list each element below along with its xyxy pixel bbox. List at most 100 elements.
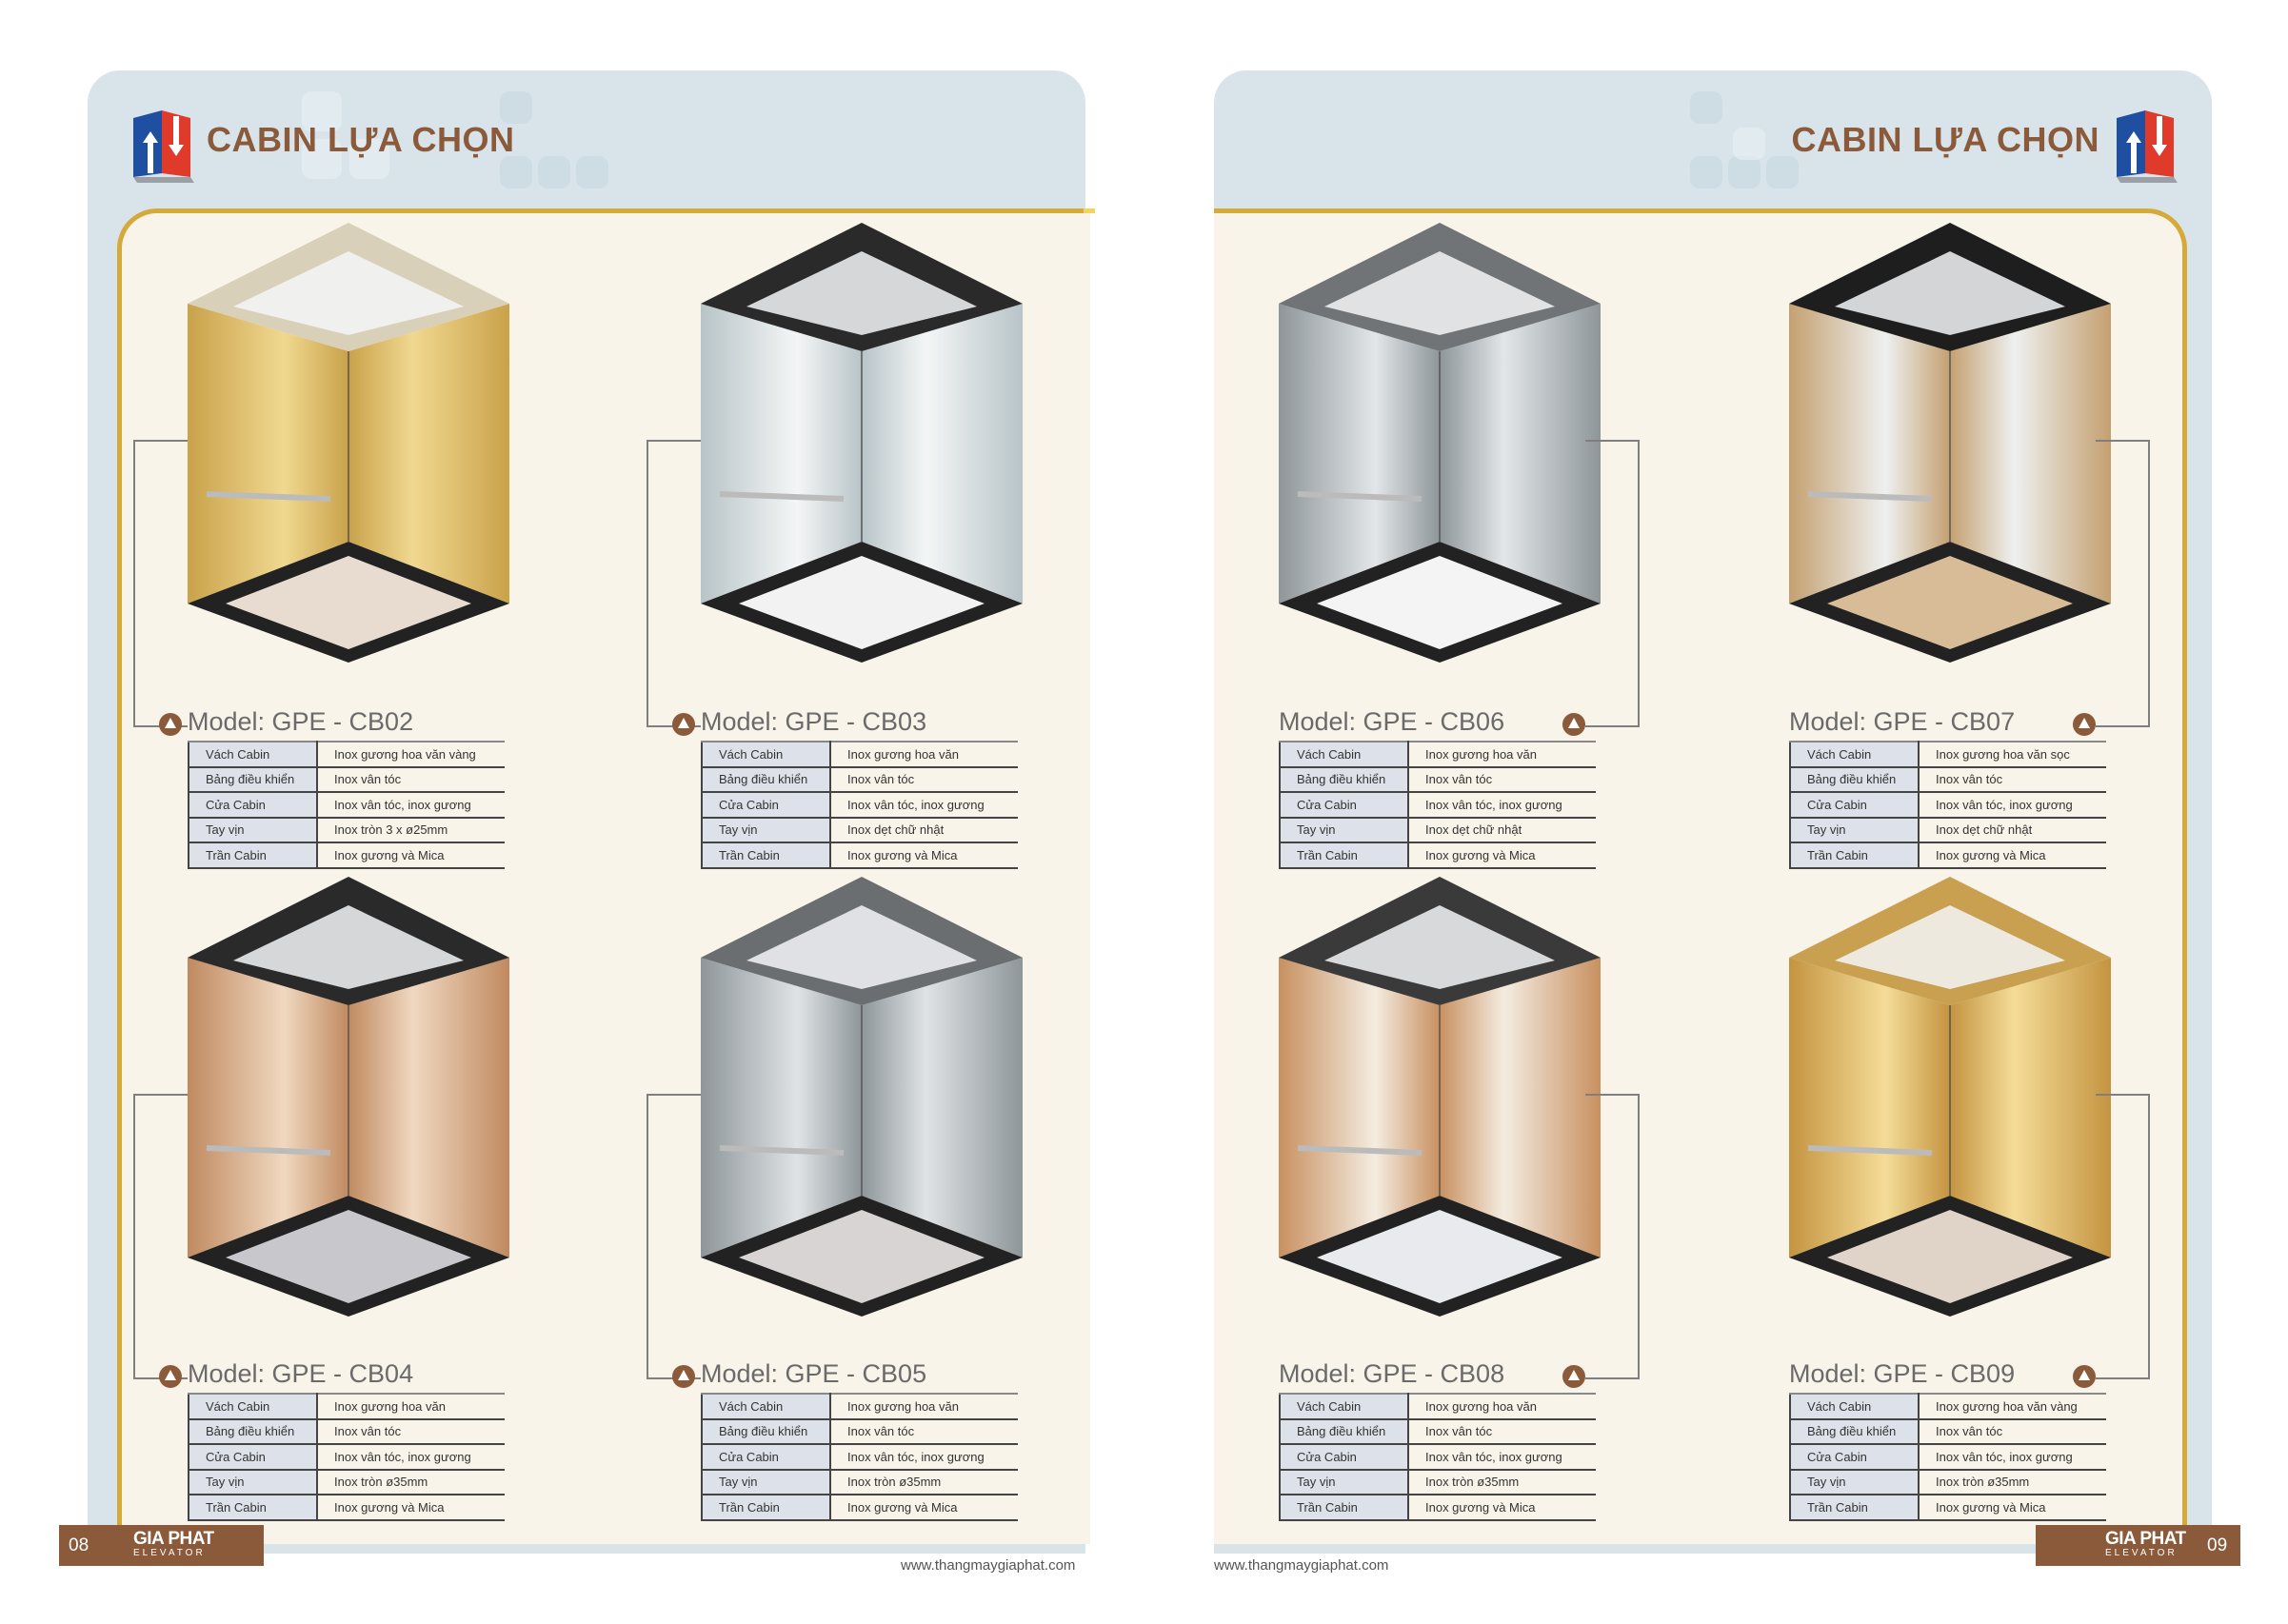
callout-line bbox=[2096, 440, 2150, 727]
spec-label: Cửa Cabin bbox=[1789, 1444, 1920, 1471]
page-footer-badge: 08 GIA PHAT ELEVATOR bbox=[59, 1525, 264, 1566]
cabin-image bbox=[701, 223, 1023, 663]
cabin-handrail bbox=[206, 491, 331, 502]
brand-name: GIA PHAT bbox=[2105, 1529, 2186, 1549]
spec-value: Inox gương hoa văn vàng bbox=[317, 741, 505, 768]
cabin-right-wall bbox=[348, 304, 509, 604]
spec-label: Vách Cabin bbox=[1789, 741, 1920, 768]
spec-label: Tay vịn bbox=[1789, 817, 1920, 843]
cabin-floor-inlay bbox=[226, 1210, 471, 1303]
spec-label: Bảng điều khiển bbox=[1279, 766, 1409, 793]
cabin-right-wall bbox=[862, 958, 1023, 1258]
spec-value: Inox gương hoa văn bbox=[830, 741, 1018, 768]
spec-value: Inox gương và Mica bbox=[1919, 1495, 2106, 1521]
spec-value: Inox vân tóc, inox gương bbox=[1408, 792, 1596, 819]
spec-label: Vách Cabin bbox=[1789, 1393, 1920, 1420]
spec-value: Inox gương và Mica bbox=[830, 842, 1018, 869]
spec-value: Inox gương hoa văn vàng bbox=[1919, 1393, 2106, 1420]
decorative-tile bbox=[1690, 156, 1722, 188]
spec-value: Inox gương và Mica bbox=[830, 1495, 1018, 1521]
triangle-bullet-icon bbox=[1562, 1365, 1585, 1388]
callout-line bbox=[1585, 440, 1640, 727]
cabin-right-wall bbox=[1440, 958, 1601, 1258]
callout-line bbox=[133, 440, 188, 727]
decorative-tile bbox=[1690, 91, 1722, 124]
cabin-handrail bbox=[206, 1145, 331, 1156]
spec-value: Inox tròn ø35mm bbox=[1408, 1469, 1596, 1495]
cabin-image bbox=[1279, 223, 1601, 663]
cabin-right-wall bbox=[1950, 958, 2111, 1258]
cabin-handrail bbox=[1297, 491, 1423, 502]
page-number: 09 bbox=[2207, 1535, 2228, 1555]
cabin-floor-inlay bbox=[739, 556, 985, 649]
spec-value: Inox dẹt chữ nhật bbox=[830, 817, 1018, 843]
cabin-floor-inlay bbox=[739, 1210, 985, 1303]
decorative-tile bbox=[500, 156, 532, 188]
spec-label: Tay vịn bbox=[188, 817, 318, 843]
spec-label: Bảng điều khiển bbox=[1789, 1418, 1920, 1445]
cabin-ceiling-light bbox=[233, 251, 464, 335]
spec-label: Trần Cabin bbox=[1789, 1495, 1920, 1521]
website-link[interactable]: www.thangmaygiaphat.com bbox=[1214, 1557, 1389, 1574]
cabin-left-wall bbox=[701, 304, 862, 604]
spec-value: Inox vân tóc, inox gương bbox=[1919, 1444, 2106, 1471]
brand-subtitle: ELEVATOR bbox=[2105, 1548, 2178, 1558]
callout-line bbox=[133, 1094, 188, 1379]
cabin-right-wall bbox=[1440, 304, 1601, 604]
spec-value: Inox vân tóc bbox=[830, 1418, 1018, 1445]
cabin-ceiling-light bbox=[746, 251, 977, 335]
spec-label: Tay vịn bbox=[1279, 817, 1409, 843]
spec-label: Trần Cabin bbox=[1279, 842, 1409, 869]
decorative-tile bbox=[302, 139, 342, 179]
spec-value: Inox vân tóc bbox=[1408, 766, 1596, 793]
spec-label: Trần Cabin bbox=[188, 1495, 318, 1521]
spec-label: Trần Cabin bbox=[1279, 1495, 1409, 1521]
cabin-image bbox=[188, 223, 509, 663]
model-title: Model: GPE - CB03 bbox=[701, 707, 927, 736]
decorative-tile bbox=[538, 156, 570, 188]
spec-value: Inox vân tóc bbox=[1408, 1418, 1596, 1445]
spec-label: Cửa Cabin bbox=[1279, 792, 1409, 819]
spec-value: Inox vân tóc bbox=[317, 1418, 505, 1445]
cabin-floor-inlay bbox=[1317, 556, 1562, 649]
spec-label: Trần Cabin bbox=[701, 1495, 831, 1521]
cabin-right-wall bbox=[862, 304, 1023, 604]
spec-value: Inox gương hoa văn bbox=[830, 1393, 1018, 1420]
spec-label: Vách Cabin bbox=[188, 1393, 318, 1420]
elevator-logo-icon bbox=[2117, 110, 2178, 183]
triangle-bullet-icon bbox=[159, 713, 182, 736]
website-link[interactable]: www.thangmaygiaphat.com bbox=[901, 1557, 1076, 1574]
cabin-ceiling-light bbox=[1324, 251, 1555, 335]
triangle-bullet-icon bbox=[2073, 713, 2096, 736]
triangle-bullet-icon bbox=[672, 713, 695, 736]
cabin-left-wall bbox=[1279, 958, 1440, 1258]
cabin-right-wall bbox=[1950, 304, 2111, 604]
spec-value: Inox gương hoa văn sọc bbox=[1919, 741, 2106, 768]
spec-label: Bảng điều khiển bbox=[1279, 1418, 1409, 1445]
callout-line bbox=[2096, 1094, 2150, 1379]
spec-label: Tay vịn bbox=[1279, 1469, 1409, 1495]
cabin-ceiling-light bbox=[746, 905, 977, 989]
page-number: 08 bbox=[69, 1535, 90, 1555]
spec-value: Inox gương và Mica bbox=[317, 842, 505, 869]
